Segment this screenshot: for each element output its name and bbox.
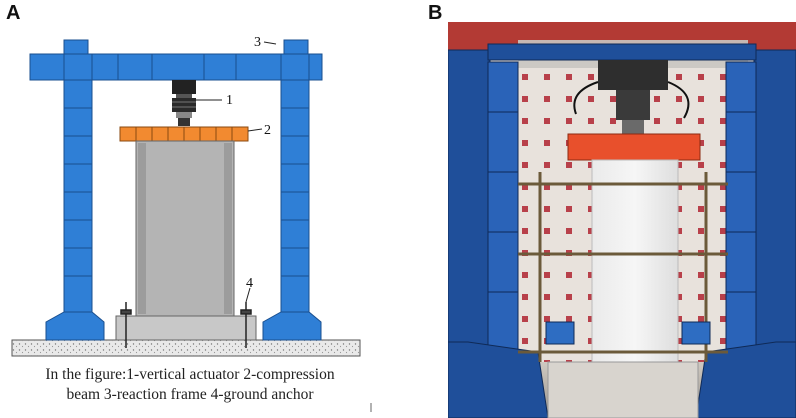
photo-actuator xyxy=(573,60,690,134)
photo-compression-beam xyxy=(567,133,701,161)
photo-frame-right xyxy=(695,49,796,418)
photo-foundation xyxy=(547,361,699,418)
test-setup-schematic: 1 2 3 4 xyxy=(11,35,372,412)
callout-3: 3 xyxy=(254,35,261,50)
photo-frame-left xyxy=(448,49,549,418)
callout-2: 2 xyxy=(264,123,271,138)
callout-leaders xyxy=(196,41,277,303)
photo-base-jacks xyxy=(545,321,711,345)
caption-line-2: beam 3-reaction frame 4-ground anchor xyxy=(66,386,314,403)
photo-wall-specimen xyxy=(591,159,679,363)
caption-line-1: In the figure:1-vertical actuator 2-comp… xyxy=(45,366,335,383)
ground-anchors xyxy=(120,302,252,348)
ground-slab xyxy=(11,339,361,357)
callout-1: 1 xyxy=(226,93,233,108)
panel-b-label: B xyxy=(428,2,443,24)
panel-a-label: A xyxy=(6,2,21,24)
test-setup-photo xyxy=(448,22,796,418)
callout-4: 4 xyxy=(246,276,253,291)
photo-frame-top xyxy=(487,43,757,61)
reaction-frame-right-column xyxy=(262,39,322,341)
wall-specimen xyxy=(115,140,257,341)
reaction-frame-left-column xyxy=(45,39,105,341)
compression-beam xyxy=(119,126,249,142)
vertical-actuator xyxy=(172,80,196,126)
reaction-frame-top-beam xyxy=(29,53,323,81)
